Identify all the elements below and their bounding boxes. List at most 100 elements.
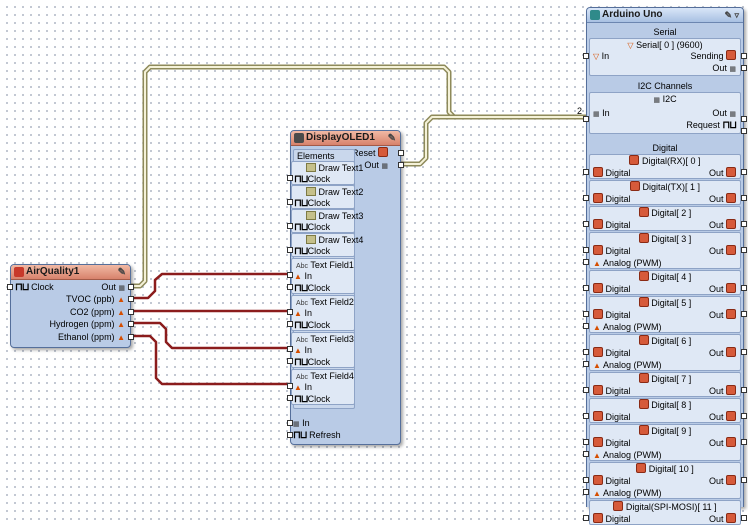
serial-out-pin[interactable] <box>741 65 747 71</box>
wire-ethanol-to-textfield4 <box>130 334 290 386</box>
digital-out-pin[interactable] <box>741 247 747 253</box>
i2c-in-label: In <box>602 108 610 118</box>
text-field-2[interactable]: Abc Text Field2 ▲ In ⊓⊔Clock <box>291 295 355 331</box>
draw-text-3[interactable]: Draw Text3 ⊓⊔Clock <box>291 209 363 233</box>
digital-in-pin[interactable] <box>583 387 589 393</box>
digital-in-pin[interactable] <box>583 477 589 483</box>
draw-text3-clock-pin[interactable] <box>287 223 293 229</box>
display-title-bar[interactable]: DisplayOLED1 ✎ <box>291 131 400 146</box>
wrench-icon[interactable]: ✎ <box>387 133 396 144</box>
text-field3-in-pin[interactable] <box>287 346 293 352</box>
i2c-out-icon: ▦ <box>729 111 736 118</box>
digital-out-label: Out <box>708 194 724 204</box>
clock-input-pin[interactable] <box>7 284 13 290</box>
text-field1-in-pin[interactable] <box>287 272 293 278</box>
i2c-channel[interactable]: ▦ I2C ▦ In Out ▦ Request ⊓⊔ <box>589 92 741 134</box>
digital-in-pin[interactable] <box>583 221 589 227</box>
i2c-out-pin[interactable] <box>741 116 747 122</box>
digital-in-label: Digital <box>605 220 631 230</box>
digital-channel-name: Digital[ 7 ] <box>651 374 692 384</box>
text-field2-in-pin[interactable] <box>287 309 293 315</box>
digital-in-pin[interactable] <box>583 285 589 291</box>
display-out-pin[interactable] <box>398 162 404 168</box>
display-in-pin[interactable] <box>287 420 293 426</box>
digital-in-pin[interactable] <box>583 311 589 317</box>
digital-in-pin[interactable] <box>583 439 589 445</box>
text-field1-clock-pin[interactable] <box>287 284 293 290</box>
digital-out-pin[interactable] <box>741 311 747 317</box>
digital-out-pin[interactable] <box>741 221 747 227</box>
draw-text2-clock-pin[interactable] <box>287 199 293 205</box>
digital-in-pin[interactable] <box>583 169 589 175</box>
hydrogen-pin[interactable] <box>128 321 134 327</box>
wrench-icon[interactable]: ✎ ▿ <box>724 10 739 20</box>
text-field3-clock-pin[interactable] <box>287 358 293 364</box>
draw-text4-clock-pin[interactable] <box>287 247 293 253</box>
digital-out-icon <box>726 309 736 319</box>
draw-text-2[interactable]: Draw Text2 ⊓⊔Clock <box>291 185 363 209</box>
draw-text1-clock-pin[interactable] <box>287 175 293 181</box>
analog-in-pin[interactable] <box>583 361 589 367</box>
text-field-4[interactable]: Abc Text Field4 ▲ In ⊓⊔Clock <box>291 369 355 405</box>
digital-in-pin[interactable] <box>583 349 589 355</box>
digital-out-icon <box>726 475 736 485</box>
refresh-pin[interactable] <box>287 432 293 438</box>
display-oled-component[interactable]: DisplayOLED1 ✎ Reset Out ▦ Elements Draw… <box>287 130 404 445</box>
digital-out-pin[interactable] <box>741 169 747 175</box>
ethanol-pin[interactable] <box>128 334 134 340</box>
out-pin[interactable] <box>128 284 134 290</box>
text-field-1[interactable]: Abc Text Field1 ▲ In ⊓⊔Clock <box>291 258 355 294</box>
digital-in-pin[interactable] <box>583 195 589 201</box>
digital-out-pin[interactable] <box>741 387 747 393</box>
tvoc-pin[interactable] <box>128 296 134 302</box>
serial-in-pin[interactable] <box>583 53 589 59</box>
digital-in-pin[interactable] <box>583 413 589 419</box>
clock-icon: ⊓⊔ <box>294 394 309 405</box>
reset-pin[interactable] <box>398 150 404 156</box>
digital-out-pin[interactable] <box>741 515 747 521</box>
arduino-title-bar[interactable]: Arduino Uno ✎ ▿ <box>587 8 743 23</box>
digital-out-pin[interactable] <box>741 439 747 445</box>
airquality-component[interactable]: AirQuality1 ✎ ⊓⊔ Clock Out ▦ TVOC (ppb) … <box>7 264 134 348</box>
digital-out-pin[interactable] <box>741 195 747 201</box>
draw-text-1[interactable]: Draw Text1 ⊓⊔Clock <box>291 161 363 185</box>
i2c-in-pin[interactable] <box>583 116 589 122</box>
sending-pin[interactable] <box>741 53 747 59</box>
text-field4-in-pin[interactable] <box>287 383 293 389</box>
digital-out-pin[interactable] <box>741 285 747 291</box>
draw-text-4[interactable]: Draw Text4 ⊓⊔Clock <box>291 233 363 257</box>
arduino-uno-component[interactable]: Arduino Uno ✎ ▿ Serial ▽ Serial[ 0 ] (96… <box>583 7 747 525</box>
text-field4-clock-pin[interactable] <box>287 395 293 401</box>
i2c-channel-name: I2C <box>662 94 677 104</box>
co2-pin[interactable] <box>128 309 134 315</box>
digital-out-pin[interactable] <box>741 477 747 483</box>
analog-in-pin[interactable] <box>583 259 589 265</box>
text-field2-clock-pin[interactable] <box>287 321 293 327</box>
digital-in-pin[interactable] <box>583 515 589 521</box>
digital-channel-name: Digital[ 10 ] <box>648 464 694 474</box>
analog-in-pin[interactable] <box>583 323 589 329</box>
serial-channel[interactable]: ▽ Serial[ 0 ] (9600) ▽ In Sending Out ▦ <box>589 38 741 76</box>
digital-out-pin[interactable] <box>741 349 747 355</box>
text-field-3[interactable]: Abc Text Field3 ▲ In ⊓⊔Clock <box>291 332 355 368</box>
digital-in-pin[interactable] <box>583 247 589 253</box>
digital-channel-icon <box>638 233 649 243</box>
analog-in-pin[interactable] <box>583 489 589 495</box>
request-pin[interactable] <box>741 128 747 134</box>
analog-in-pin[interactable] <box>583 451 589 457</box>
airquality-title-bar[interactable]: AirQuality1 ✎ <box>11 265 130 280</box>
wrench-icon[interactable]: ✎ <box>117 267 126 278</box>
digital-out-pin[interactable] <box>741 413 747 419</box>
